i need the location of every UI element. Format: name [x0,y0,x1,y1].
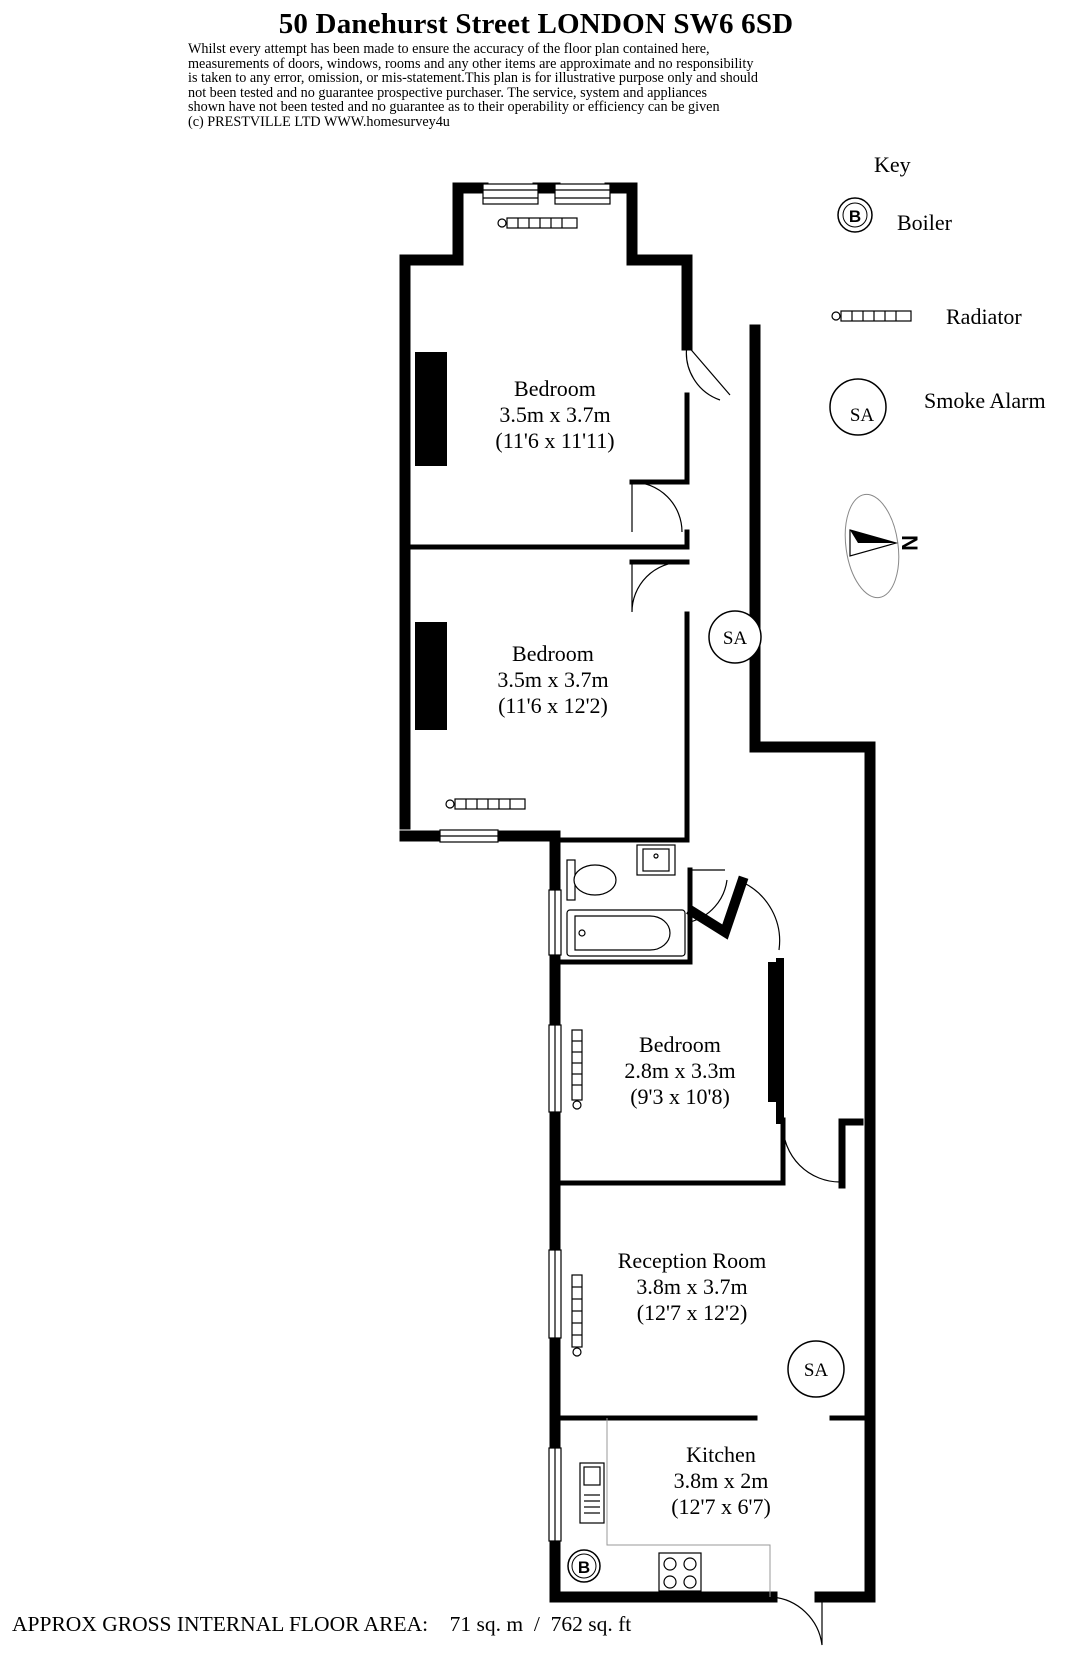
fixtures [445,217,702,1592]
wall-hall-nib [838,1118,864,1189]
wall-bed2-bottom [399,830,561,896]
disclaimer: Whilst every attempt has been made to en… [188,42,888,130]
door-swing [631,561,683,613]
room-imperial: (11'6 x 11'11) [495,428,614,453]
room-metric: 3.5m x 3.7m [499,402,610,427]
wall-bed1-right [629,392,690,485]
kitchen-sink [579,1462,605,1524]
chimney-breast [415,622,447,730]
boiler-symbol: B [849,207,861,226]
disclaimer-line: is taken to any error, omission, or mis-… [188,70,758,87]
door-swing [741,881,781,951]
floor-area-separator: / [533,1612,540,1636]
room-imperial: (12'7 x 12'2) [637,1300,748,1325]
window [554,183,611,205]
room-label: Kitchen 3.8m x 2m (12'7 x 6'7) [671,1442,771,1519]
room-metric: 3.8m x 2m [674,1468,769,1493]
chimney-breast [768,962,782,1102]
disclaimer-line: (c) PRESTVILLE LTD WWW.homesurvey4u [188,113,450,130]
room-label: Reception Room 3.8m x 3.7m (12'7 x 12'2) [618,1248,766,1325]
doors [631,344,843,1646]
key-legend: Key B Boiler Radiator SA Smoke Alarm [829,152,1046,436]
radiator [571,1029,583,1110]
smoke-alarm: SA [787,1340,845,1398]
room-metric: 2.8m x 3.3m [624,1058,735,1083]
room-metric: 3.5m x 3.7m [497,667,608,692]
room-name: Kitchen [686,1442,756,1467]
basin [636,844,676,876]
toilet [566,859,617,901]
chimney-breast [415,352,447,466]
floor-area-sqft: 762 sq. ft [550,1612,632,1636]
key-smoke-label: Smoke Alarm [924,388,1046,413]
room-name: Bedroom [514,376,596,401]
wall-bath-jamb [686,875,749,940]
room-imperial: (11'6 x 12'2) [498,693,608,718]
disclaimer-line: measurements of doors, windows, rooms an… [188,55,754,72]
smoke-alarm: SA [708,610,762,664]
disclaimer-line: Whilst every attempt has been made to en… [188,41,710,57]
door-swing [685,344,731,401]
window [482,183,539,205]
key-heading: Key [874,152,911,177]
disclaimer-line: shown have not been tested and no guaran… [188,99,720,116]
wall-partition-1 [402,529,690,550]
key-radiator-label: Radiator [946,304,1022,329]
room-name: Bedroom [512,641,594,666]
boiler: B [567,1549,601,1583]
compass-icon: N [844,493,922,599]
smoke-symbol: SA [850,405,875,426]
hob [658,1552,702,1592]
page-title: 50 Danehurst Street LONDON SW6 6SD [278,8,794,40]
room-label: Bedroom 2.8m x 3.3m (9'3 x 10'8) [624,1032,735,1109]
radiator-icon [831,310,912,322]
wall-bed3-bottom [552,1117,786,1186]
smoke-alarm-icon: SA [829,378,887,436]
door-swing [689,869,728,923]
room-label: Bedroom 3.5m x 3.7m (11'6 x 11'11) [495,376,614,453]
radiator [571,1274,583,1357]
room-label: Bedroom 3.5m x 3.7m (11'6 x 12'2) [497,641,608,718]
compass-letter: N [897,535,922,551]
disclaimer-line: not been tested and no guarantee prospec… [188,84,707,101]
room-name: Bedroom [639,1032,721,1057]
wall-bay-outline [399,182,693,830]
radiator [497,217,578,229]
floor-area-sqm: 71 sq. m [449,1612,524,1636]
room-imperial: (12'7 x 6'7) [671,1494,771,1519]
room-metric: 3.8m x 3.7m [636,1274,747,1299]
smoke-alarm-text: SA [804,1360,829,1381]
smoke-alarm-text: SA [723,628,748,649]
bath [566,909,686,957]
floor-area-footer: APPROX GROSS INTERNAL FLOOR AREA: 71 sq.… [12,1612,631,1637]
room-imperial: (9'3 x 10'8) [630,1084,730,1109]
kitchen-worktop [606,1418,771,1597]
door-swing [782,1124,843,1183]
boiler-text: B [578,1558,590,1577]
door-swing [631,481,683,533]
radiator [445,798,526,810]
wall-corridor-right [749,324,876,1603]
boiler-icon: B [837,197,873,233]
key-boiler-label: Boiler [897,210,953,235]
floor-area-label: APPROX GROSS INTERNAL FLOOR AREA: [12,1612,429,1636]
windows [439,183,611,1542]
door-swing [771,1596,823,1646]
room-name: Reception Room [618,1248,766,1273]
